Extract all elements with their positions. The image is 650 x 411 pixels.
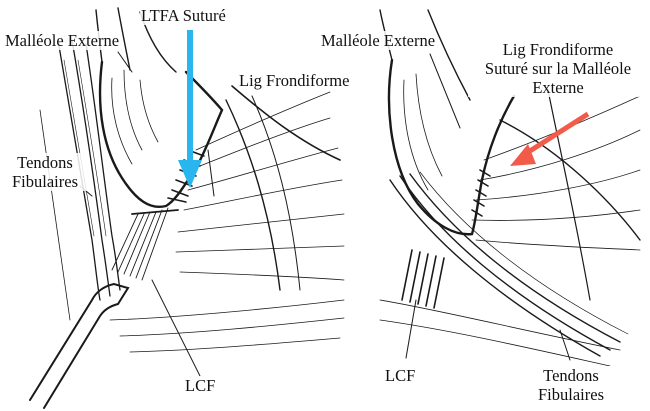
right-fibular-tendons [389, 171, 629, 357]
left-lower-tissue [109, 299, 345, 353]
label-right-lig-line1: Lig Frondiforme [502, 40, 614, 59]
ltfa-arrowhead [178, 160, 202, 188]
right-malleole-leader [429, 53, 461, 129]
label-right-tendons-line1: Tendons [543, 366, 599, 385]
right-lig-sutures [471, 169, 491, 217]
label-right-tendons-line2: Fibulaires [538, 385, 604, 404]
right-lcf-strands [401, 249, 445, 309]
label-right-lig-line3: Externe [532, 78, 584, 97]
left-lcf-strands [111, 207, 179, 281]
left-fibular-tendons [57, 39, 121, 301]
left-ankle-drawing [29, 7, 345, 409]
label-left-lig-frondiforme: Lig Frondiforme [238, 71, 351, 90]
left-lig-frondiforme-fibers [175, 85, 345, 291]
right-tendons-leader [559, 329, 571, 361]
lig-frondiforme-arrowhead [510, 144, 536, 166]
right-ankle-drawing [379, 9, 641, 367]
label-right-lig-frondiforme-suture: Lig Frondiforme Suturé sur la Malléole E… [468, 40, 648, 97]
label-ltfa-suture: LTFA Suturé [140, 6, 227, 25]
left-malleolus-shading [111, 69, 159, 165]
lig-frondiforme-arrow [520, 111, 590, 159]
label-left-lcf: LCF [184, 376, 217, 395]
right-lig-frondiforme-fibers [471, 89, 641, 301]
left-retractor [29, 282, 130, 409]
label-left-tendons-fibulaires: Tendons Fibulaires [2, 153, 88, 191]
label-right-lcf: LCF [384, 366, 417, 385]
label-right-malleole: Malléole Externe [320, 31, 437, 50]
label-left-malleole: Malléole Externe [4, 31, 121, 50]
right-malleolus-shading [403, 73, 443, 191]
left-outer-edge [39, 109, 71, 321]
right-malleolus-outline [387, 58, 516, 236]
right-lower-tissue [379, 299, 621, 367]
left-malleolus-outline [98, 60, 224, 209]
label-left-tendons-line1: Tendons [17, 153, 73, 172]
left-malleole-leader [117, 51, 133, 73]
right-fibula-shaft [379, 9, 471, 101]
right-lcf-leader [405, 299, 417, 359]
label-left-tendons-line2: Fibulaires [12, 172, 78, 191]
label-right-lig-line2: Suturé sur la Malléole [484, 59, 632, 78]
label-right-tendons-fibulaires: Tendons Fibulaires [528, 366, 614, 404]
left-lcf-leader [151, 279, 201, 377]
